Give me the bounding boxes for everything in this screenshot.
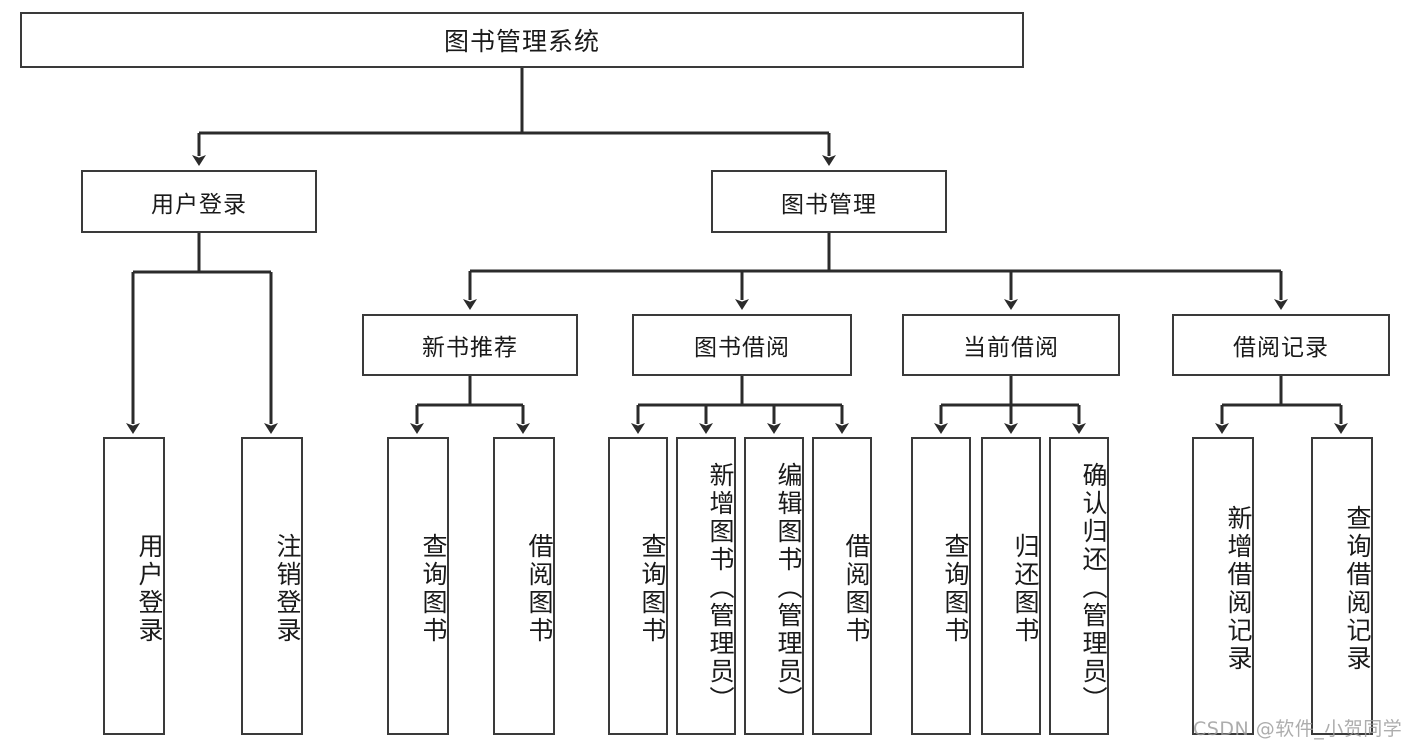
node-leaf-edit-book-label: 编辑图书（管理员） <box>774 462 803 714</box>
node-leaf-add-book[interactable]: 新增图书（管理员） <box>676 437 736 735</box>
node-borrow-record-label: 借阅记录 <box>1233 335 1329 361</box>
node-root[interactable]: 图书管理系统 <box>20 12 1024 68</box>
node-leaf-query-record[interactable]: 查询借阅记录 <box>1311 437 1373 735</box>
node-user-login-label: 用户登录 <box>151 191 247 218</box>
node-user-login[interactable]: 用户登录 <box>81 170 317 233</box>
node-leaf-query-book-3-label: 查询图书 <box>941 533 970 645</box>
node-current-borrow-label: 当前借阅 <box>963 335 1059 361</box>
node-leaf-add-record[interactable]: 新增借阅记录 <box>1192 437 1254 735</box>
node-leaf-query-book-3[interactable]: 查询图书 <box>911 437 971 735</box>
node-leaf-edit-book[interactable]: 编辑图书（管理员） <box>744 437 804 735</box>
node-leaf-logout-login[interactable]: 注销登录 <box>241 437 303 735</box>
node-leaf-query-book-1-label: 查询图书 <box>419 533 448 645</box>
node-leaf-confirm-return[interactable]: 确认归还（管理员） <box>1049 437 1109 735</box>
node-new-book-recommend-label: 新书推荐 <box>422 335 518 361</box>
node-leaf-query-book-2-label: 查询图书 <box>638 533 667 645</box>
node-borrow-record[interactable]: 借阅记录 <box>1172 314 1390 376</box>
node-book-borrow-label: 图书借阅 <box>694 335 790 361</box>
node-leaf-user-login-label: 用户登录 <box>135 533 164 645</box>
node-leaf-return-book-label: 归还图书 <box>1011 533 1040 645</box>
node-leaf-query-book-1[interactable]: 查询图书 <box>387 437 449 735</box>
node-leaf-query-book-2[interactable]: 查询图书 <box>608 437 668 735</box>
node-leaf-borrow-book-2-label: 借阅图书 <box>842 533 871 645</box>
node-book-manage[interactable]: 图书管理 <box>711 170 947 233</box>
node-leaf-borrow-book-1[interactable]: 借阅图书 <box>493 437 555 735</box>
node-book-manage-label: 图书管理 <box>781 191 877 218</box>
node-leaf-borrow-book-1-label: 借阅图书 <box>525 533 554 645</box>
node-leaf-add-book-label: 新增图书（管理员） <box>706 462 735 714</box>
csdn-watermark: CSDN @软件_小贺同学 <box>1193 718 1403 740</box>
node-leaf-borrow-book-2[interactable]: 借阅图书 <box>812 437 872 735</box>
node-leaf-return-book[interactable]: 归还图书 <box>981 437 1041 735</box>
node-leaf-confirm-return-label: 确认归还（管理员） <box>1079 462 1108 714</box>
node-leaf-logout-login-label: 注销登录 <box>273 533 302 645</box>
node-root-label: 图书管理系统 <box>443 27 600 56</box>
node-new-book-recommend[interactable]: 新书推荐 <box>362 314 578 376</box>
node-leaf-user-login[interactable]: 用户登录 <box>103 437 165 735</box>
node-leaf-query-record-label: 查询借阅记录 <box>1343 505 1372 673</box>
node-current-borrow[interactable]: 当前借阅 <box>902 314 1120 376</box>
node-book-borrow[interactable]: 图书借阅 <box>632 314 852 376</box>
node-leaf-add-record-label: 新增借阅记录 <box>1224 505 1253 673</box>
